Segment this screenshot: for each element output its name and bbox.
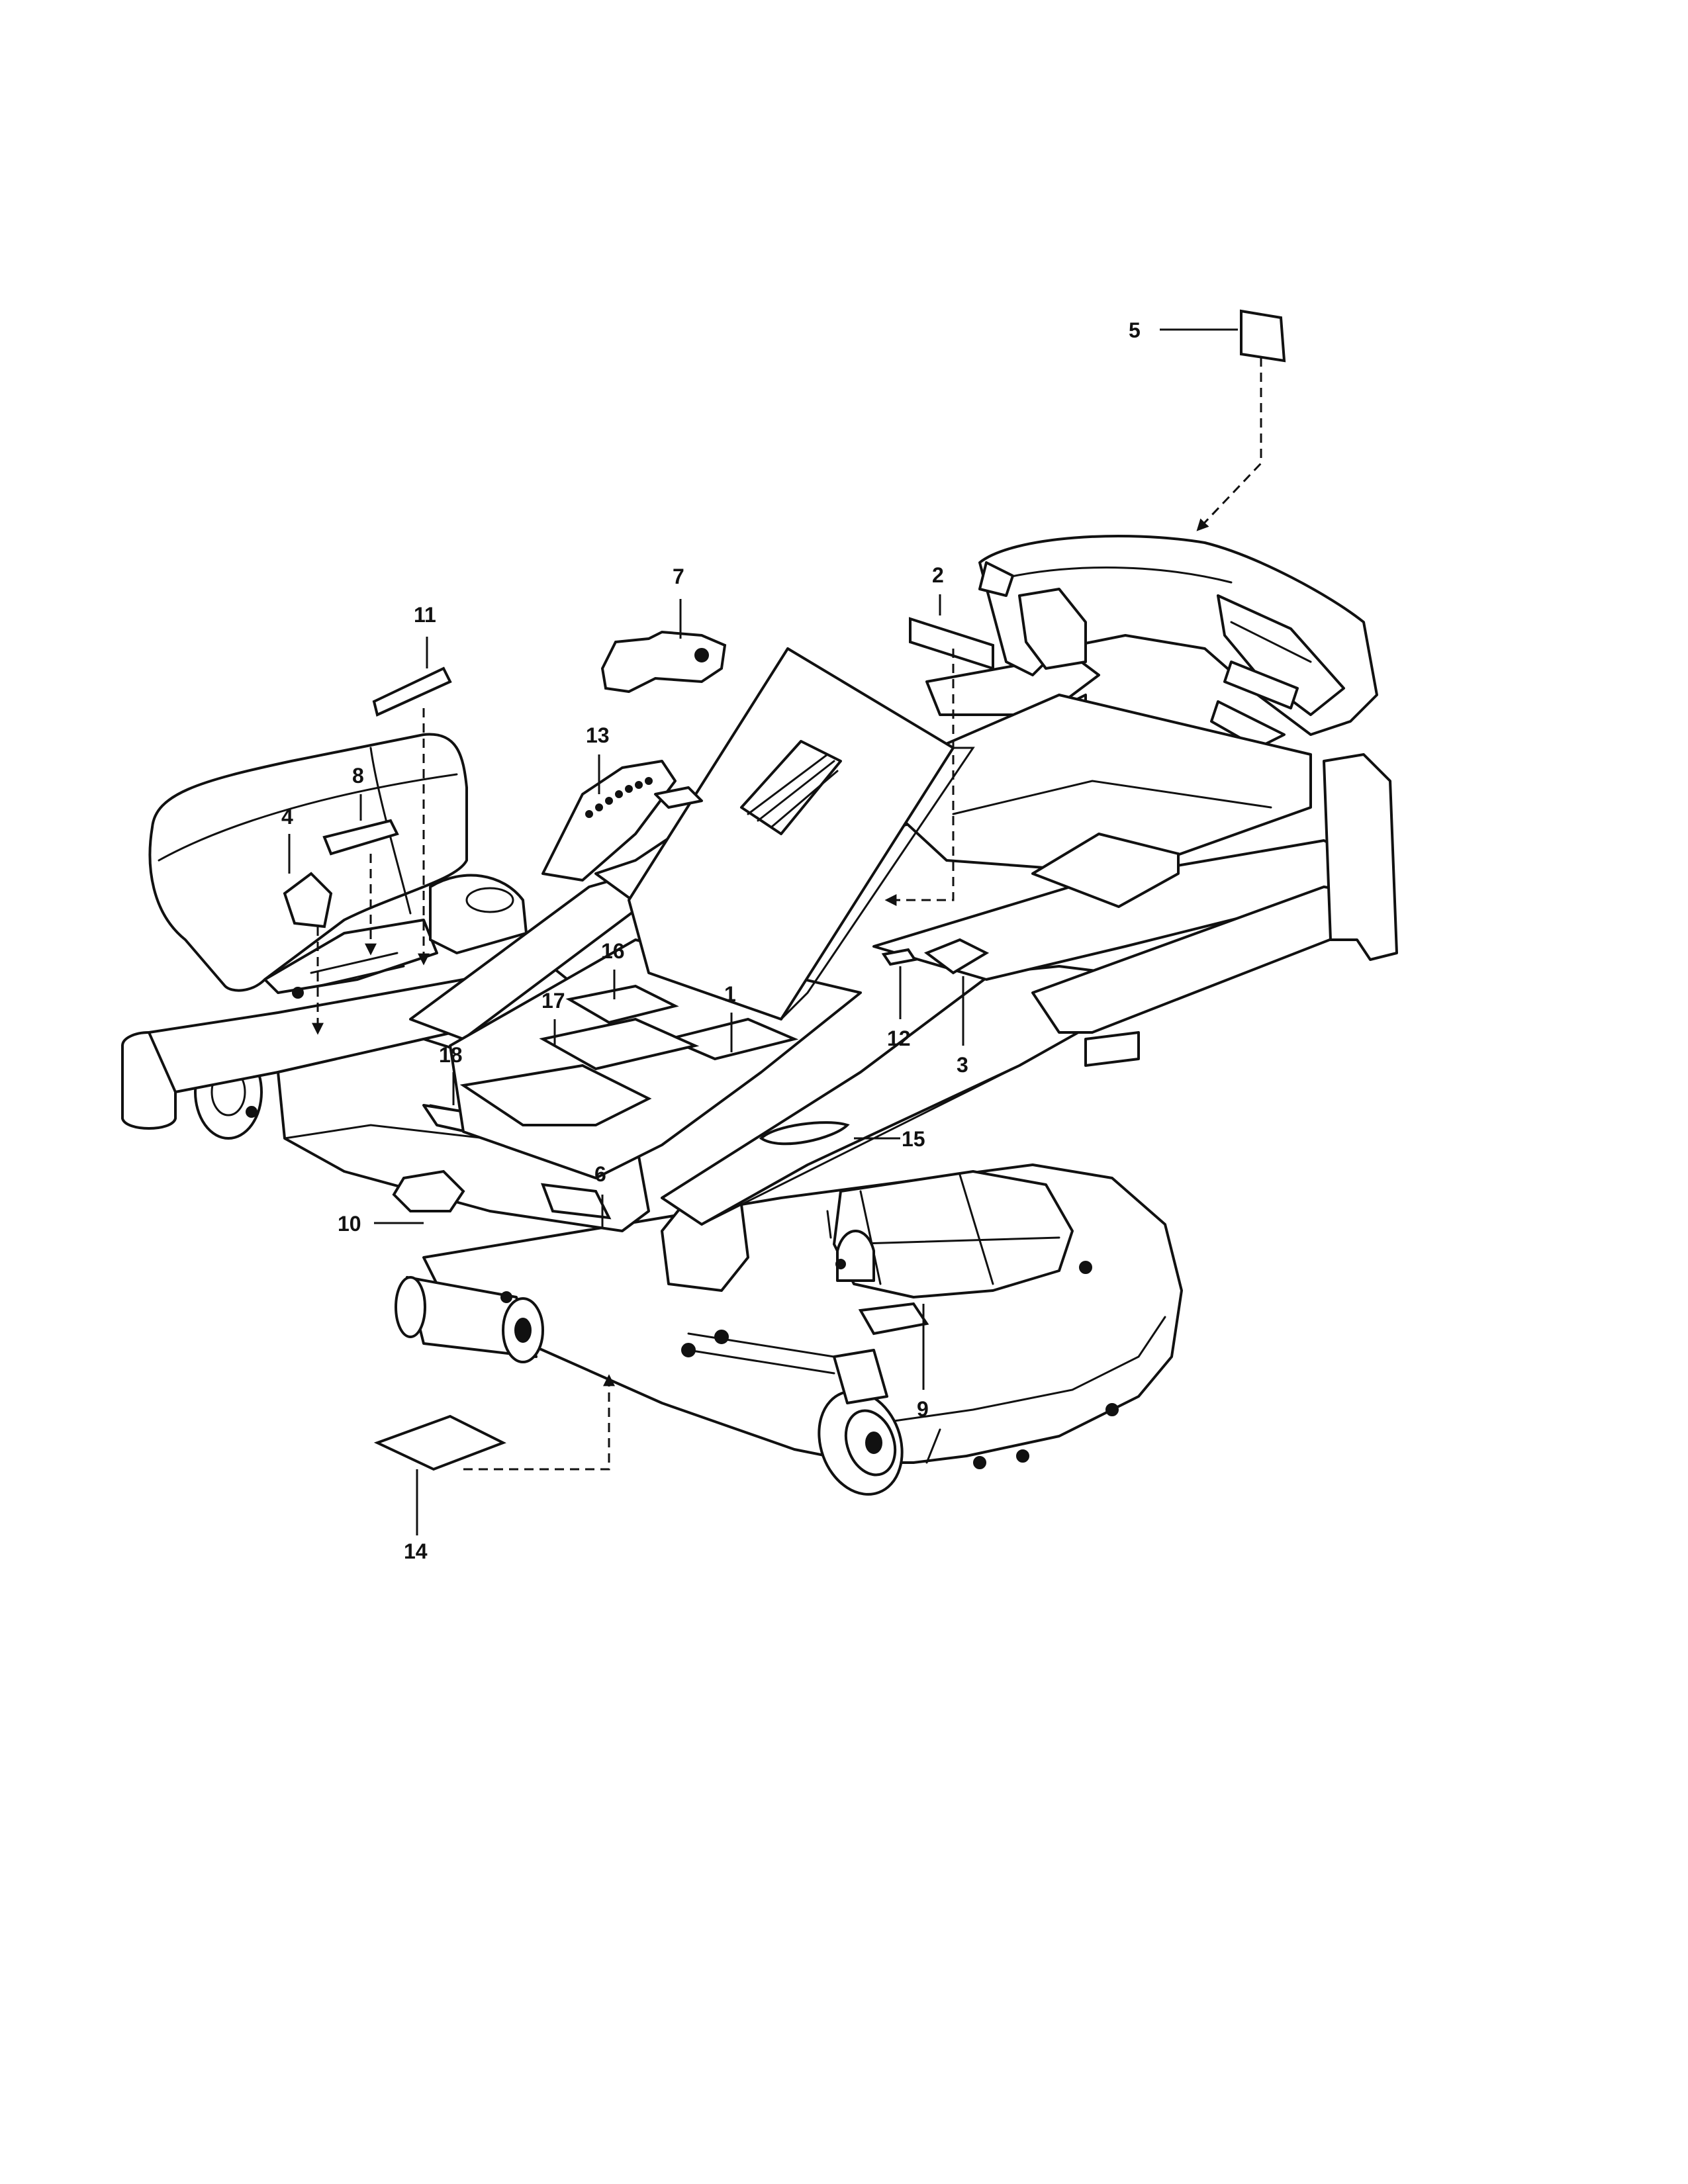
callout-9: 9 <box>917 1397 929 1421</box>
seat <box>148 733 528 999</box>
decal-6 <box>540 1183 612 1220</box>
callout-5: 5 <box>1129 318 1141 342</box>
callout-15: 15 <box>902 1127 925 1151</box>
leaders <box>288 328 1262 1535</box>
callout-12: 12 <box>887 1026 911 1050</box>
mower-deck <box>395 1163 1183 1496</box>
decal-12 <box>881 948 917 966</box>
decal-7 <box>600 630 727 694</box>
callout-3: 3 <box>957 1053 968 1077</box>
decal-15 <box>759 1121 850 1146</box>
console-box <box>628 647 975 1021</box>
decal-4 <box>283 872 333 929</box>
callout-10: 10 <box>338 1212 361 1236</box>
callout-11: 11 <box>414 603 436 627</box>
callout-17: 17 <box>541 989 565 1013</box>
decal-11 <box>372 666 452 717</box>
decal-17 <box>539 1017 700 1071</box>
control-panel <box>541 760 703 882</box>
callout-14: 14 <box>404 1539 428 1563</box>
callout-1: 1 <box>724 982 736 1006</box>
decal-8 <box>322 819 399 856</box>
callouts: 5 2 7 11 13 8 4 16 1 17 18 12 3 15 6 10 … <box>281 318 1141 1563</box>
callout-13: 13 <box>586 723 610 747</box>
callout-7: 7 <box>673 565 684 588</box>
callout-18: 18 <box>439 1043 463 1067</box>
callout-8: 8 <box>352 764 364 788</box>
decal-14 <box>373 1414 506 1471</box>
decal-9 <box>858 1302 929 1336</box>
decal-10 <box>392 1169 465 1212</box>
decal-5 <box>1240 309 1286 363</box>
callout-2: 2 <box>932 563 944 587</box>
rear-body <box>859 535 1378 908</box>
callout-6: 6 <box>594 1162 606 1186</box>
decal-3 <box>923 938 990 975</box>
callout-16: 16 <box>601 939 625 963</box>
callout-4: 4 <box>281 805 293 829</box>
decal-18 <box>459 1064 652 1126</box>
decal-2 <box>909 617 994 670</box>
